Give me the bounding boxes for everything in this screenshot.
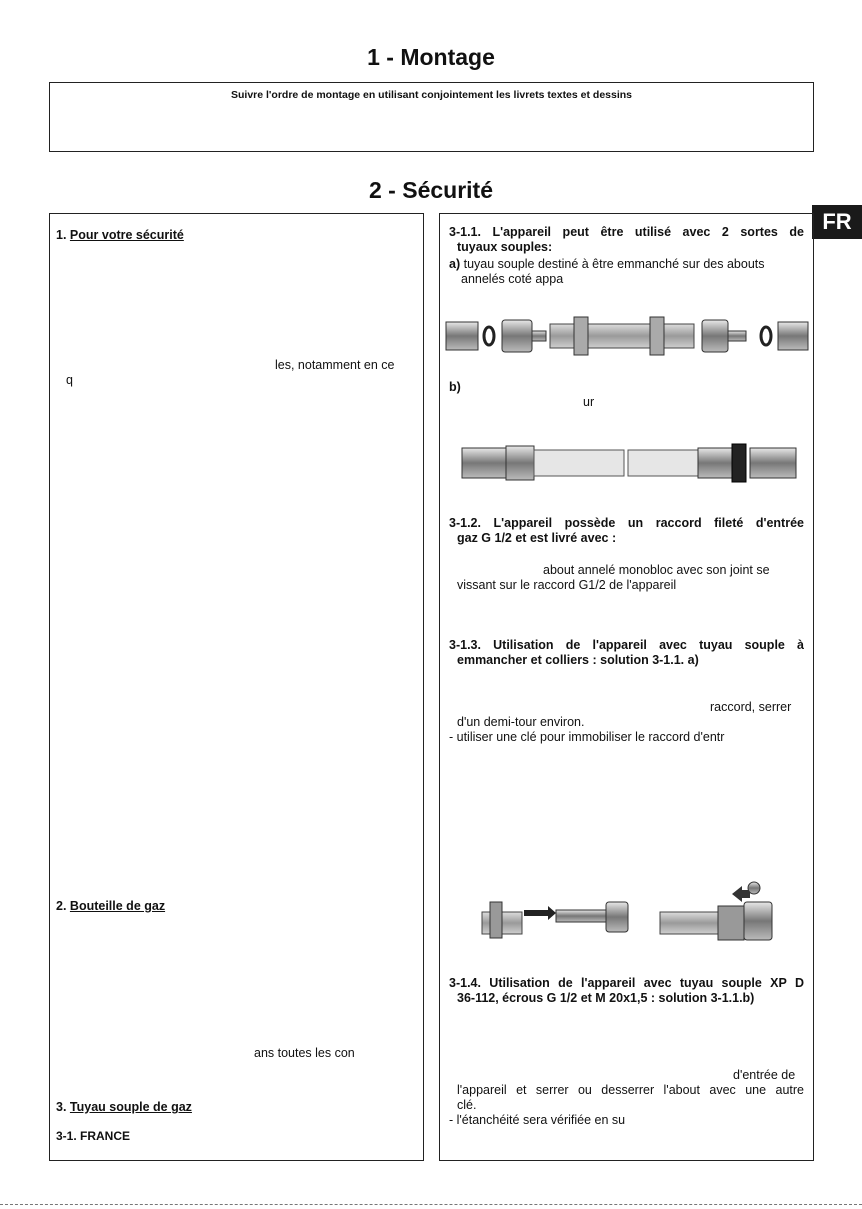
s2-number: 2.	[56, 899, 67, 913]
p314-line2: 36-112, écrous G 1/2 et M 20x1,5 : solut…	[457, 991, 755, 1005]
a-text: tuyau souple destiné à être emmanché sur…	[463, 257, 765, 271]
p314-line1: 3-1.4. Utilisation de l'appareil avec tu…	[449, 976, 804, 990]
p314-text2: l'appareil et serrer ou desserrer l'abou…	[457, 1083, 804, 1097]
p313-text1: raccord, serrer	[710, 700, 792, 714]
p313-text2: d'un demi-tour environ.	[457, 715, 585, 729]
p312-text2: vissant sur le raccord G1/2 de l'apparei…	[457, 578, 677, 592]
hose-assembly-a-figure	[445, 316, 809, 356]
section-title-securite: 2 - Sécurité	[369, 177, 493, 203]
s3-heading: 3. Tuyau souple de gaz	[56, 1100, 192, 1115]
s1-number: 1.	[56, 228, 67, 242]
a-label: a)	[449, 257, 461, 271]
s31-heading: 3-1. FRANCE	[56, 1129, 131, 1143]
right-column	[439, 213, 814, 1161]
p313-line2: emmancher et colliers : solution 3-1.1. …	[457, 653, 699, 667]
p311-line2: tuyaux souples:	[457, 240, 553, 254]
p314-text4: - l'étanchéité sera vérifiée en su	[449, 1113, 626, 1127]
p312-text1: about annelé monobloc avec son joint se	[543, 563, 770, 577]
p314-text1: d'entrée de	[733, 1068, 796, 1082]
p313-text3: - utiliser une clé pour immobiliser le r…	[449, 730, 725, 744]
page-bottom-rule	[0, 1204, 862, 1205]
s1-heading: 1. Pour votre sécurité	[56, 228, 184, 243]
s3-number: 3.	[56, 1100, 67, 1114]
language-badge: FR	[812, 205, 862, 239]
b-fragment: ur	[583, 395, 595, 409]
s2-title: Bouteille de gaz	[69, 899, 166, 913]
p313-line1: 3-1.3. Utilisation de l'appareil avec tu…	[449, 638, 804, 652]
s3-title: Tuyau souple de gaz	[69, 1100, 192, 1114]
p312-line2: gaz G 1/2 et est livré avec :	[457, 531, 617, 545]
left-column	[49, 213, 424, 1161]
clamp-assembly-figure	[481, 881, 773, 941]
left-fragment-3: ans toutes les con	[254, 1046, 355, 1060]
s2-heading: 2. Bouteille de gaz	[56, 899, 165, 914]
p312-line1: 3-1.2. L'appareil possède un raccord fil…	[449, 516, 804, 530]
s1-title: Pour votre sécurité	[69, 228, 184, 242]
b-label: b)	[449, 380, 461, 394]
hose-assembly-b-figure	[461, 443, 797, 483]
p314-text3: clé.	[457, 1098, 477, 1112]
section-title-montage: 1 - Montage	[367, 44, 495, 70]
montage-note-box: Suivre l'ordre de montage en utilisant c…	[49, 82, 814, 152]
left-fragment-2: q	[66, 373, 73, 387]
a-line2: annelés coté appa	[461, 272, 564, 286]
a-line1: a) tuyau souple destiné à être emmanché …	[449, 257, 804, 272]
montage-note: Suivre l'ordre de montage en utilisant c…	[230, 89, 633, 101]
left-fragment-1: les, notamment en ce	[275, 358, 395, 372]
p311-line1: 3-1.1. L'appareil peut être utilisé avec…	[449, 225, 804, 239]
